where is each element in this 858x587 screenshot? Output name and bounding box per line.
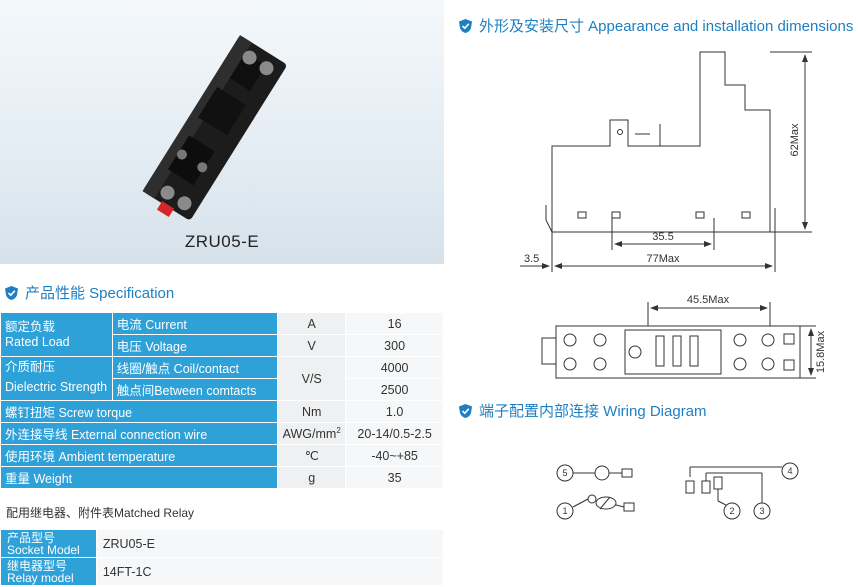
table-row: 产品型号 Socket Model ZRU05-E <box>0 529 445 558</box>
weight-label: 重量 Weight <box>0 466 279 489</box>
dimensions-heading: 外形及安装尺寸 Appearance and installation dime… <box>458 15 853 36</box>
wire-value: 20-14/0.5-2.5 <box>345 422 444 445</box>
terminal-5: 5 <box>562 468 567 478</box>
table-row: 继电器型号 Relay model 14FT-1C <box>0 557 445 586</box>
dim-top-width: 45.5Max <box>687 294 730 306</box>
voltage-unit: V <box>277 334 347 357</box>
table-row: 重量 Weight g 35 <box>0 466 444 489</box>
dim-height: 62Max <box>789 123 801 157</box>
shield-check-icon <box>459 403 472 418</box>
socket-model-label: 产品型号 Socket Model <box>0 529 97 558</box>
table-row: 电压 Voltage V 300 <box>1 334 444 357</box>
table-row: 额定负载 Rated Load 电流 Current A 16 <box>0 312 444 357</box>
wire-unit-cell: AWG/mm2 <box>277 422 347 445</box>
dielectric-en: Dielectric Strength <box>5 380 108 394</box>
specification-heading-text: 产品性能 Specification <box>25 285 175 302</box>
product-name: ZRU05-E <box>184 232 260 251</box>
terminal-4: 4 <box>787 466 792 476</box>
current-unit: A <box>277 312 347 335</box>
dielectric-cn: 介质耐压 <box>5 360 56 374</box>
socket-model-value: ZRU05-E <box>95 529 445 558</box>
current-label: 电流 Current <box>111 312 279 335</box>
wire-label: 外连接导线 External connection wire <box>0 422 279 445</box>
relay-model-en: Relay model <box>7 570 74 585</box>
table-row: 使用环境 Ambient temperature ℃ -40~+85 <box>0 444 444 467</box>
wiring-diagram: 5 1 4 2 3 <box>556 462 799 520</box>
weight-unit: g <box>277 466 347 489</box>
wiring-heading-text: 端子配置内部连接 Wiring Diagram <box>479 403 707 420</box>
between-label: 触点间Between comtacts <box>111 378 279 401</box>
specification-table: 额定负载 Rated Load 电流 Current A 16 电压 Volta… <box>0 312 444 489</box>
product-photo <box>142 35 286 220</box>
voltage-value: 300 <box>345 334 444 357</box>
shield-check-icon <box>459 18 472 33</box>
terminal-2: 2 <box>729 506 734 516</box>
rated-load-cell: 额定负载 Rated Load <box>0 312 113 357</box>
table-row: 介质耐压 Dielectric Strength 线圈/触点 Coil/cont… <box>0 356 444 401</box>
wire-unit-sup: 2 <box>336 425 341 435</box>
current-value: 16 <box>345 312 444 335</box>
top-view-drawing: 45.5Max 15.8Max <box>541 294 827 379</box>
table-row: 螺钉扭矩 Screw torque Nm 1.0 <box>0 400 444 423</box>
product-photo-panel <box>0 0 444 264</box>
matched-relay-table: 产品型号 Socket Model ZRU05-E 继电器型号 Relay mo… <box>0 529 445 586</box>
wiring-heading: 端子配置内部连接 Wiring Diagram <box>458 400 707 421</box>
torque-unit: Nm <box>277 400 347 423</box>
voltage-label: 电压 Voltage <box>111 334 279 357</box>
side-view-drawing: 62Max 35.5 77Max 3.5 <box>520 51 812 272</box>
socket-model-cn: 产品型号 <box>7 530 56 545</box>
torque-value: 1.0 <box>345 400 444 423</box>
relay-model-label: 继电器型号 Relay model <box>0 557 97 586</box>
terminal-1: 1 <box>562 506 567 516</box>
dim-length: 77Max <box>646 253 680 265</box>
coil-label: 线圈/触点 Coil/contact <box>111 356 279 379</box>
between-value: 2500 <box>345 378 444 401</box>
coil-value: 4000 <box>345 356 444 379</box>
weight-value: 35 <box>345 466 444 489</box>
ambient-label: 使用环境 Ambient temperature <box>0 444 279 467</box>
matched-relay-title: 配用继电器、附件表Matched Relay <box>6 506 195 520</box>
relay-model-cn: 继电器型号 <box>7 558 68 573</box>
shield-check-icon <box>5 285 18 300</box>
table-row: 触点间Between comtacts 2500 <box>1 378 444 401</box>
socket-model-en: Socket Model <box>7 542 80 557</box>
terminal-3: 3 <box>759 506 764 516</box>
dimensions-heading-text: 外形及安装尺寸 Appearance and installation dime… <box>479 18 854 35</box>
relay-model-value: 14FT-1C <box>95 557 445 586</box>
dim-thickness: 15.8Max <box>815 330 827 373</box>
dim-offset: 3.5 <box>524 253 539 265</box>
table-row: 外连接导线 External connection wire AWG/mm2 2… <box>0 422 444 445</box>
torque-label: 螺钉扭矩 Screw torque <box>0 400 279 423</box>
ambient-value: -40~+85 <box>345 444 444 467</box>
vs-unit: V/S <box>277 356 347 401</box>
wire-unit: AWG/mm <box>282 427 337 442</box>
dim-base: 35.5 <box>652 231 673 243</box>
ambient-unit: ℃ <box>277 444 347 467</box>
dielectric-cell: 介质耐压 Dielectric Strength <box>0 356 113 401</box>
specification-heading: 产品性能 Specification <box>4 282 174 303</box>
